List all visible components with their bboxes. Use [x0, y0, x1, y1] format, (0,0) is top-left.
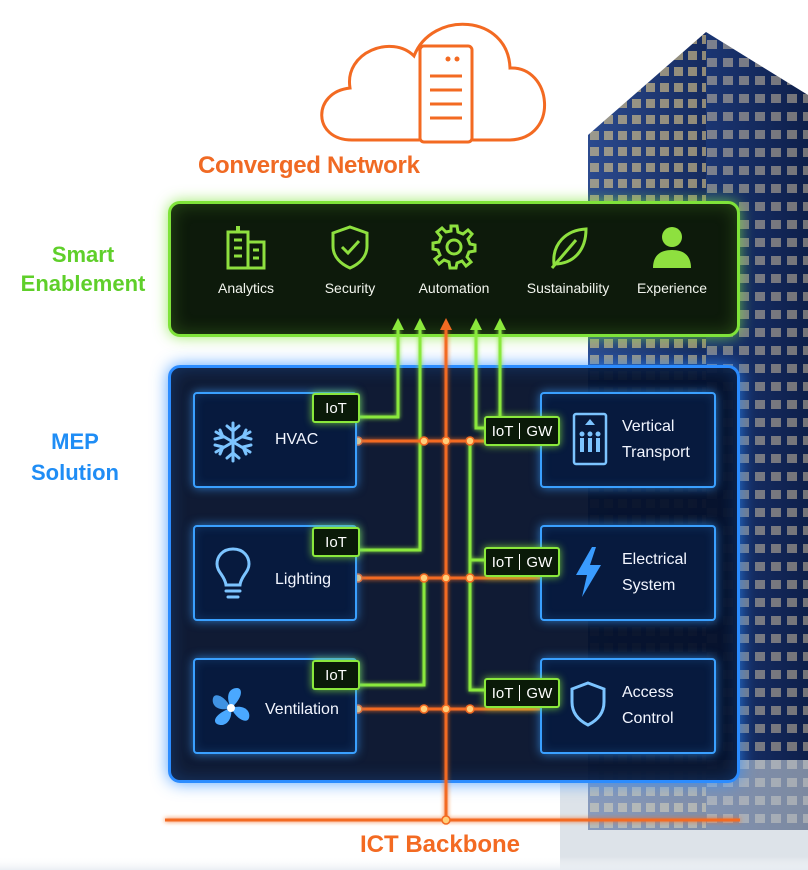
- smart-enablement-panel: Analytics Security Automation Sust: [168, 201, 740, 337]
- iot-tag-text: IoT: [491, 422, 514, 440]
- iot-tag-text: IoT: [491, 684, 514, 702]
- system-label: Access Control: [622, 680, 674, 732]
- system-label-line2: Transport: [622, 444, 690, 461]
- mep-solution-line2: Solution: [31, 460, 119, 485]
- ict-backbone-label: ICT Backbone: [360, 831, 521, 858]
- enablement-sustainability: Sustainability: [513, 224, 623, 296]
- converged-network-title: Converged Network: [198, 152, 420, 179]
- enablement-label: Sustainability: [526, 280, 610, 296]
- iot-tag-hvac: IoT: [312, 393, 360, 423]
- system-label: Vertical Transport: [622, 414, 690, 466]
- fan-icon: [212, 688, 250, 726]
- iot-gw-tag-vertical-transport: IoT GW: [484, 416, 560, 446]
- junction-dots: [353, 436, 475, 825]
- backbone-arrow: [440, 318, 452, 330]
- iot-gw-tag-access-control: IoT GW: [484, 678, 560, 708]
- smart-enablement-line1: Smart: [51, 242, 115, 267]
- enablement-label: Analytics: [217, 280, 275, 296]
- iot-gw-tag-electrical: IoT GW: [484, 547, 560, 577]
- smart-enablement-label: Smart Enablement: [18, 240, 148, 298]
- system-label-line2: Control: [622, 710, 674, 727]
- gw-tag-text: GW: [526, 684, 553, 702]
- lightning-icon: [576, 547, 601, 597]
- enablement-automation: Automation: [399, 224, 509, 296]
- elevator-icon: [572, 412, 608, 466]
- system-label-line1: Vertical: [622, 418, 675, 435]
- gw-tag-text: GW: [526, 553, 553, 571]
- iot-links: [358, 328, 502, 692]
- iot-tag-text: IoT: [491, 553, 514, 571]
- mep-solution-line1: MEP: [51, 429, 99, 454]
- uplink-arrows: [392, 318, 506, 330]
- enablement-analytics: Analytics: [191, 224, 301, 296]
- person-icon: [653, 227, 691, 268]
- iot-tag-lighting: IoT: [312, 527, 360, 557]
- system-label: Electrical System: [622, 547, 687, 599]
- system-electrical[interactable]: Electrical System: [540, 525, 716, 621]
- enablement-label: Security: [324, 280, 376, 296]
- iot-tag-text: IoT: [325, 533, 347, 551]
- smart-enablement-line2: Enablement: [20, 271, 146, 296]
- system-label-line1: Electrical: [622, 551, 687, 568]
- system-vertical-transport[interactable]: Vertical Transport: [540, 392, 716, 488]
- mep-solution-label: MEP Solution: [20, 426, 130, 488]
- iot-tag-ventilation: IoT: [312, 660, 360, 690]
- enablement-label: Automation: [418, 280, 490, 296]
- system-label-line2: System: [622, 577, 676, 594]
- gear-icon: [431, 224, 477, 270]
- system-label-line1: Access: [622, 684, 674, 701]
- building-icon: [226, 226, 266, 270]
- shield-icon: [570, 681, 606, 727]
- iot-tag-text: IoT: [325, 666, 347, 684]
- snowflake-icon: [213, 421, 253, 463]
- enablement-security: Security: [295, 224, 405, 296]
- enablement-experience: Experience: [617, 224, 727, 296]
- gw-tag-text: GW: [526, 422, 553, 440]
- iot-tag-text: IoT: [325, 399, 347, 417]
- system-label: HVAC: [275, 431, 319, 448]
- enablement-label: Experience: [636, 280, 708, 296]
- system-access-control[interactable]: Access Control: [540, 658, 716, 754]
- lightbulb-icon: [215, 547, 251, 599]
- system-label: Ventilation: [265, 701, 339, 718]
- shield-check-icon: [331, 225, 369, 270]
- leaf-icon: [550, 227, 588, 269]
- system-label: Lighting: [275, 571, 332, 588]
